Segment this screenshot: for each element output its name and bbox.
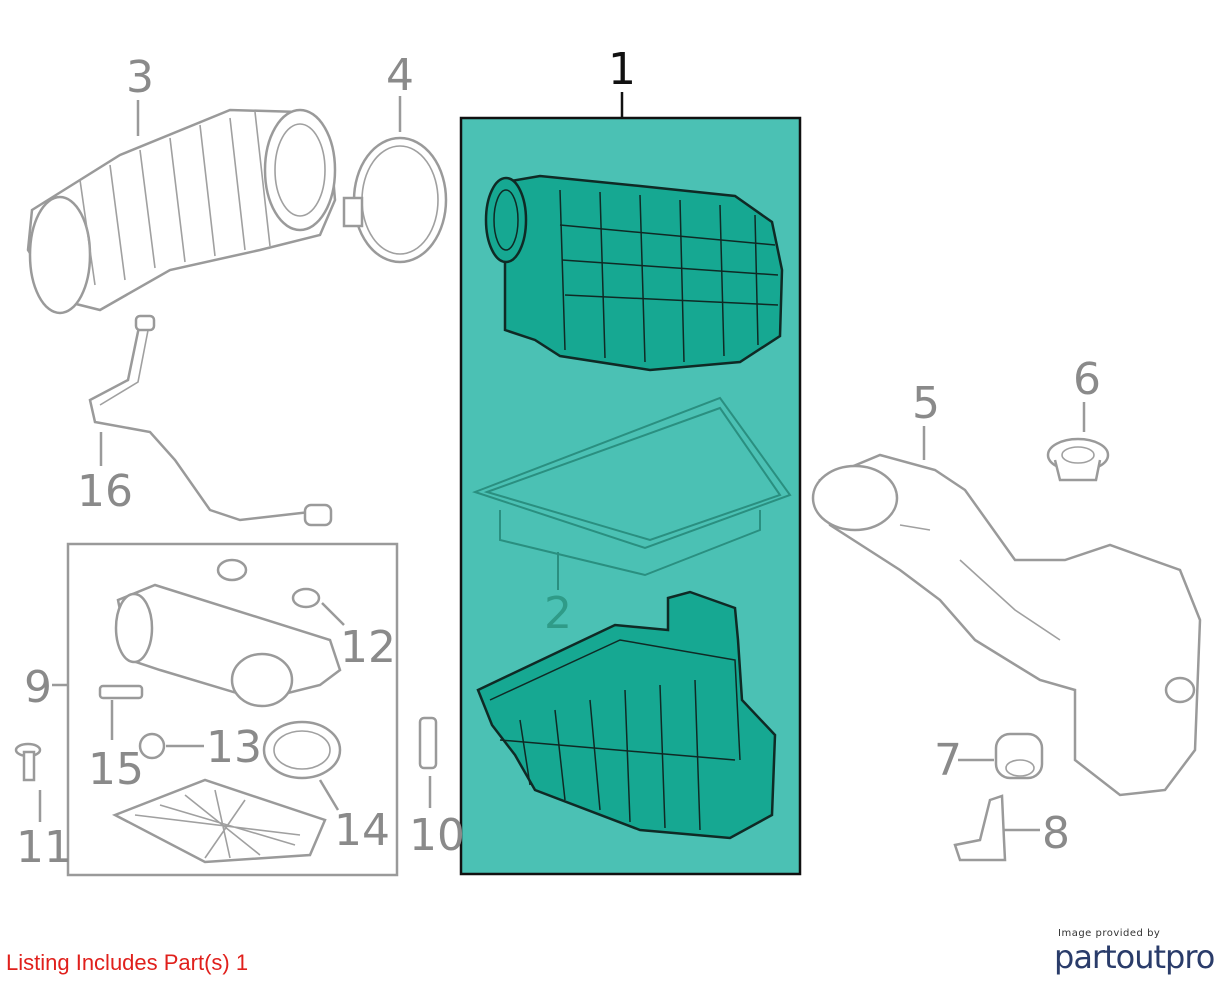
image-credit: Image provided by — [1058, 928, 1161, 939]
callout-1: 1 — [608, 44, 636, 95]
grommet-13[interactable] — [138, 732, 166, 760]
push-pin-11[interactable] — [14, 742, 42, 782]
grommet-12[interactable] — [291, 587, 321, 609]
intake-hose[interactable] — [26, 108, 337, 315]
grommet-6[interactable] — [1046, 437, 1110, 482]
callout-5: 5 — [912, 378, 940, 429]
callout-12: 12 — [340, 622, 396, 673]
outlet-duct[interactable] — [811, 453, 1202, 797]
callout-10: 10 — [409, 810, 465, 861]
callout-9: 9 — [24, 662, 52, 713]
air-cleaner-lower-housing[interactable] — [476, 590, 777, 840]
callout-11: 11 — [16, 822, 72, 873]
callout-2: 2 — [544, 588, 572, 639]
seal-ring-14[interactable] — [262, 720, 342, 780]
leader-14 — [318, 779, 340, 811]
sensor-15[interactable] — [98, 684, 144, 700]
hose-clamp[interactable] — [342, 136, 448, 264]
air-filter-element[interactable] — [472, 396, 792, 577]
air-cleaner-cover[interactable] — [484, 174, 784, 372]
callout-14: 14 — [334, 805, 390, 856]
connector-10[interactable] — [418, 716, 438, 770]
callout-16: 16 — [77, 466, 133, 517]
listing-note: Listing Includes Part(s) 1 — [6, 950, 249, 975]
partoutpro-logo: partoutpro — [1054, 938, 1215, 976]
callout-13: 13 — [206, 722, 262, 773]
callout-7: 7 — [934, 735, 962, 786]
callout-6: 6 — [1073, 354, 1101, 405]
leader-12 — [321, 602, 345, 626]
callout-3: 3 — [126, 52, 154, 103]
grille-screen[interactable] — [111, 778, 327, 864]
breather-tube[interactable] — [88, 314, 333, 527]
mount-7[interactable] — [994, 732, 1044, 780]
grommet-top[interactable] — [216, 558, 248, 582]
resonator-duct[interactable] — [114, 583, 342, 708]
retainer-8[interactable] — [953, 794, 1007, 862]
callout-4: 4 — [386, 50, 414, 101]
callout-8: 8 — [1042, 808, 1070, 859]
callout-15: 15 — [88, 744, 144, 795]
inset-box — [66, 542, 399, 877]
